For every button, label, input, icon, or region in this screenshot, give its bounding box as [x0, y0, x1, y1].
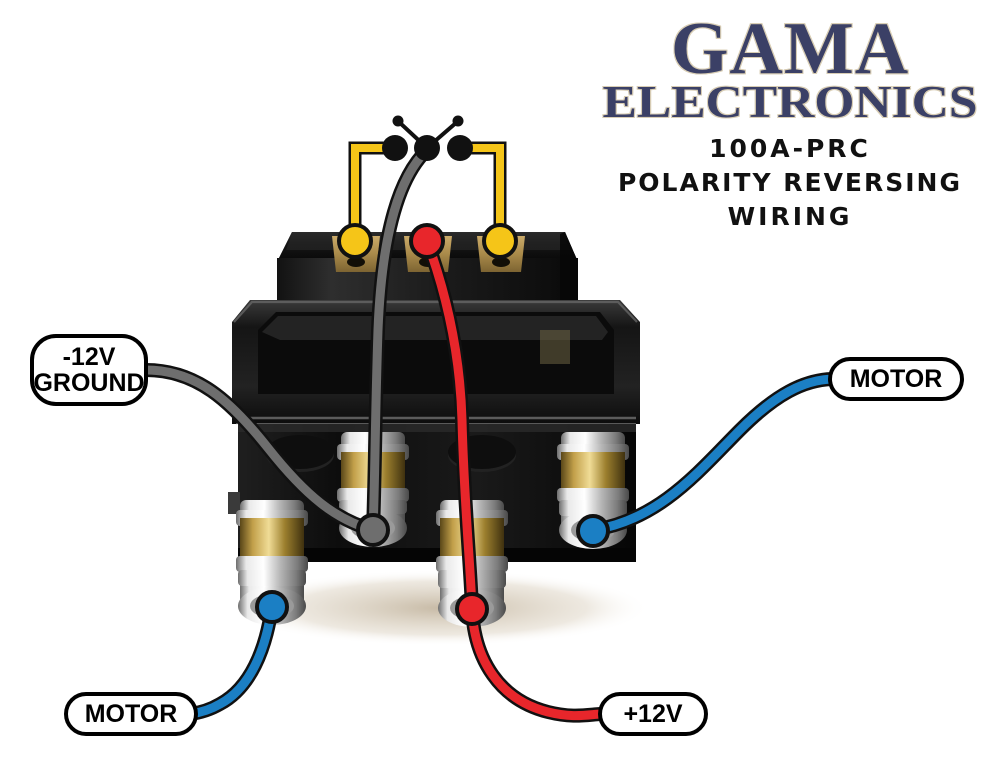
- wire-yellow-left: [348, 141, 395, 241]
- callout-positive-text: +12V: [623, 699, 683, 728]
- wire-red-positive-lead: [465, 601, 607, 723]
- switch-left-throw-tip: [392, 115, 404, 127]
- callout-ground-line2: GROUND: [33, 369, 145, 397]
- callout-label-positive[interactable]: +12V: [598, 692, 708, 736]
- stud-front-left-motor-dot[interactable]: [255, 590, 289, 624]
- wire-yellow-right: [460, 141, 507, 241]
- wire-blue-motor-right: [586, 372, 839, 537]
- wire-blue-motor-left: [183, 599, 279, 721]
- coil-terminal-right-dot[interactable]: [482, 223, 518, 259]
- callout-label-motor-right[interactable]: MOTOR: [828, 357, 964, 401]
- wire-gray-ground-lead: [139, 363, 380, 537]
- switch-contact-right[interactable]: [447, 135, 473, 161]
- switch-contact-left[interactable]: [382, 135, 408, 161]
- wire-gray-switch-to-stud: [366, 143, 434, 537]
- callout-label-motor-left[interactable]: MOTOR: [64, 692, 198, 736]
- switch-contact-common[interactable]: [414, 135, 440, 161]
- callout-ground-line1: -12V: [62, 342, 116, 371]
- mounting-flange: [232, 300, 640, 425]
- stud-front-right-positive-dot[interactable]: [455, 592, 489, 626]
- callout-label-ground[interactable]: -12V GROUND: [30, 334, 148, 406]
- coil-terminal-left-dot[interactable]: [337, 223, 373, 259]
- terminal-dots: [255, 223, 610, 626]
- switch-right-throw-tip: [452, 115, 464, 127]
- callout-motor-left-text: MOTOR: [84, 699, 178, 728]
- stud-rear-left-ground-dot[interactable]: [356, 513, 390, 547]
- wire-red-coil-to-stud: [420, 234, 479, 615]
- switch-schematic: [382, 115, 473, 161]
- callout-motor-right-text: MOTOR: [849, 364, 943, 393]
- stud-rear-right-motor-dot[interactable]: [576, 514, 610, 548]
- coil-terminal-center-dot[interactable]: [409, 223, 445, 259]
